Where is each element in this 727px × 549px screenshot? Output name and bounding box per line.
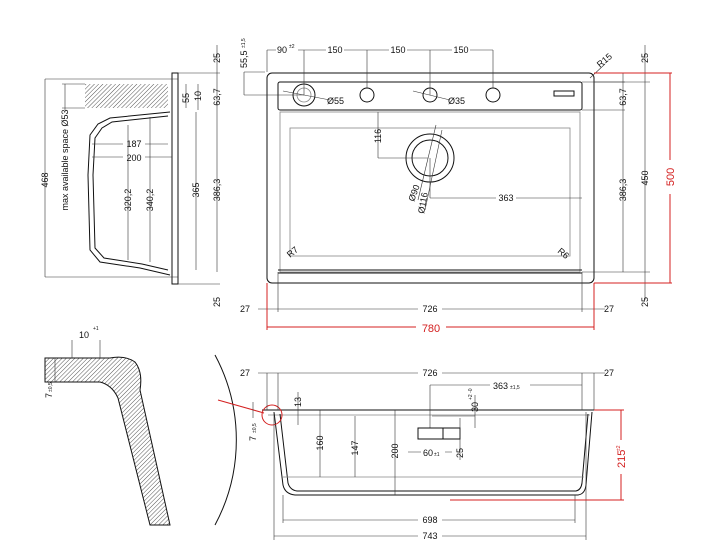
dim-500: 500 — [665, 168, 677, 186]
dim-200: 200 — [126, 153, 141, 163]
dim-10: 10 — [193, 91, 203, 101]
svg-text:±1: ±1 — [434, 452, 440, 458]
svg-text:±2: ±2 — [289, 44, 295, 50]
bowl-profile — [87, 111, 171, 276]
dim-150: 150 — [453, 45, 468, 55]
tap-hole — [359, 87, 375, 103]
dim-365: 365 — [191, 182, 201, 197]
dim-7: 7 — [248, 436, 258, 441]
dim-386-3: 386,3 — [618, 179, 628, 202]
dim-160: 160 — [315, 435, 325, 450]
svg-text:±1,5: ±1,5 — [510, 385, 520, 391]
space-label: max available space Ø53 — [60, 109, 70, 210]
svg-text:+1: +1 — [93, 326, 99, 332]
dim-200: 200 — [390, 443, 400, 458]
dim-25-bottom: 25 — [640, 297, 650, 307]
available-space-hatch — [85, 84, 168, 108]
dim-150: 150 — [327, 45, 342, 55]
dim-13: 13 — [293, 397, 303, 407]
top-view: 90±2 150 150 150 55,5 ±1,5 Ø55 Ø35 R15 1… — [239, 38, 677, 335]
side-view: 468 max available space Ø53 187 200 320,… — [40, 45, 222, 307]
dim-116: 116 — [373, 129, 383, 143]
dim-215: 215 — [616, 450, 628, 468]
tap-hole — [485, 87, 501, 103]
dim-726: 726 — [422, 304, 437, 314]
dim-25: 25 — [455, 448, 465, 458]
dim-27-right: 27 — [604, 304, 614, 314]
dim-25-top: 25 — [640, 53, 650, 63]
label-hole-35: Ø35 — [448, 96, 465, 106]
bowl-floor — [289, 127, 571, 257]
dim-25-top: 25 — [212, 53, 222, 63]
dim-363: 363 — [498, 193, 513, 203]
sink-outline — [266, 72, 595, 284]
dim-55: 55 — [181, 93, 191, 103]
dim-743: 743 — [422, 531, 437, 541]
overflow-slot — [553, 90, 575, 97]
dim-10: 10 — [79, 330, 89, 340]
dim-450: 450 — [640, 170, 650, 185]
svg-text:±0,5: ±0,5 — [48, 382, 54, 392]
dim-27-left: 27 — [240, 368, 250, 378]
dim-147: 147 — [350, 440, 360, 455]
label-r15: R15 — [595, 51, 614, 69]
dim-27-right: 27 — [604, 368, 614, 378]
svg-text:±2: ±2 — [616, 445, 622, 451]
bowl-rim — [279, 111, 581, 273]
svg-text:±1,5: ±1,5 — [241, 38, 247, 48]
dim-386-3: 386,3 — [212, 179, 222, 202]
rim-cross-section — [44, 356, 171, 526]
detail-boundary-arc — [214, 354, 237, 526]
rim-profile — [171, 72, 179, 285]
dim-780: 780 — [422, 323, 440, 335]
label-hole-55: Ø55 — [327, 96, 344, 106]
dim-27-left: 27 — [240, 304, 250, 314]
svg-text:±0,5: ±0,5 — [252, 423, 258, 433]
bowl-outer — [273, 411, 593, 496]
dim-187: 187 — [126, 139, 141, 149]
svg-text:+2 -0: +2 -0 — [468, 388, 474, 400]
dim-698: 698 — [422, 515, 437, 525]
front-view: 27 726 27 363±1,5 13 160 147 200 30 +2 -… — [240, 368, 628, 541]
dim-150: 150 — [390, 45, 405, 55]
dim-726: 726 — [422, 368, 437, 378]
dim-63-7: 63,7 — [618, 88, 628, 106]
dim-363: 363 — [493, 381, 508, 391]
label-drain-116: Ø116 — [416, 192, 430, 215]
rim-detail: 10 +1 7 ±0,5 — [44, 326, 265, 526]
overflow-block — [417, 427, 444, 440]
dim-90: 90 — [277, 45, 287, 55]
detail-marker — [261, 404, 283, 426]
dim-7: 7 — [44, 393, 54, 398]
dim-320-2: 320,2 — [123, 189, 133, 212]
dim-340-2: 340,2 — [145, 189, 155, 212]
dim-25-bottom: 25 — [212, 297, 222, 307]
dim-468: 468 — [40, 172, 50, 187]
dim-55-5: 55,5 — [239, 50, 249, 68]
dim-60: 60 — [423, 448, 433, 458]
label-r6: R6 — [556, 246, 571, 261]
dim-30: 30 — [470, 402, 480, 412]
label-r7: R7 — [285, 244, 300, 259]
